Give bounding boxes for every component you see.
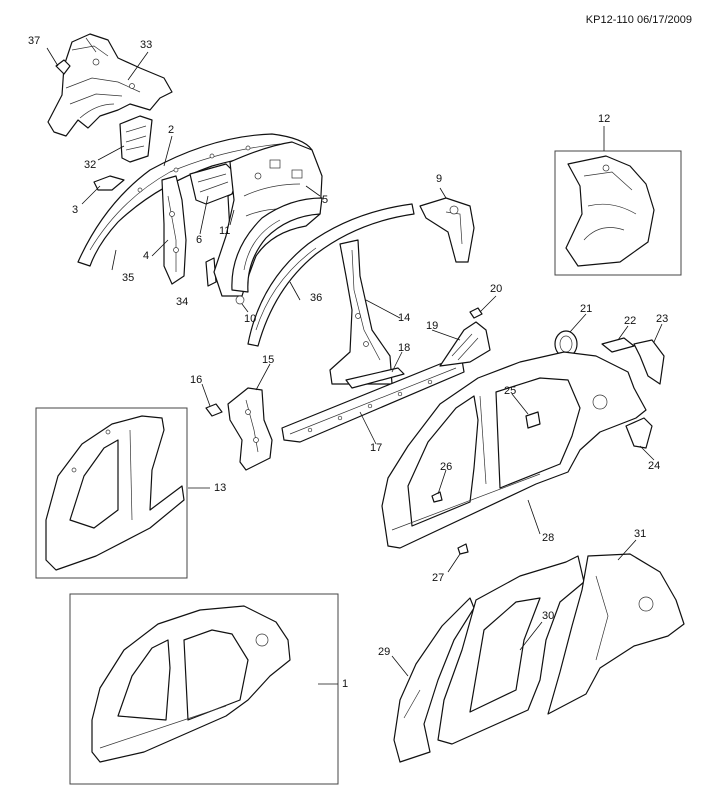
callout-23: 23	[656, 313, 669, 325]
callout-16: 16	[190, 374, 203, 386]
callout-24: 24	[648, 460, 661, 472]
drawing-reference: KP12-110 06/17/2009	[585, 14, 692, 26]
part-15-hinge-pillar	[227, 387, 273, 471]
part-27-clip	[457, 543, 469, 555]
part-10-wheelhouse	[231, 197, 323, 305]
part-18-base-plate	[345, 367, 405, 389]
part-24-bracket	[625, 417, 653, 449]
callout-6: 6	[196, 234, 203, 246]
part-22-bracket	[601, 337, 635, 353]
part-25-patch	[525, 411, 541, 429]
part-9-lamp-pocket	[419, 197, 475, 263]
detail-box-13	[35, 407, 188, 579]
detail-box-1	[69, 593, 339, 785]
callout-19: 19	[426, 320, 439, 332]
part-33-bracket	[47, 33, 173, 137]
leader-lines	[46, 47, 663, 685]
part-1-assembly-detail	[91, 605, 291, 763]
part-32-bracket	[119, 115, 153, 163]
callout-5: 5	[322, 194, 329, 206]
callout-20: 20	[490, 283, 503, 295]
part-36-wheel-arc	[247, 203, 415, 347]
callout-32: 32	[84, 159, 97, 171]
callout-14: 14	[398, 312, 411, 324]
part-13-front-detail	[45, 415, 185, 571]
callout-27: 27	[432, 572, 445, 584]
callout-4: 4	[143, 250, 150, 262]
part-34-bracket	[205, 257, 217, 287]
part-28-body-side-outer	[381, 351, 647, 549]
part-17-rocker	[281, 359, 465, 443]
callout-37: 37	[28, 35, 41, 47]
callout-33: 33	[140, 39, 153, 51]
callout-15: 15	[262, 354, 275, 366]
callout-31: 31	[634, 528, 647, 540]
callout-22: 22	[624, 315, 637, 327]
callout-1: 1	[342, 678, 349, 690]
callout-28: 28	[542, 532, 555, 544]
part-26-clip	[431, 491, 443, 503]
part-16-bracket	[205, 403, 223, 417]
part-19-rocker-extension	[439, 321, 491, 367]
callout-11: 11	[219, 225, 231, 237]
callout-36: 36	[310, 292, 323, 304]
part-4-pillar-reinforcement	[161, 175, 187, 285]
callout-25: 25	[504, 385, 517, 397]
part-14-b-pillar	[329, 239, 393, 385]
callout-30: 30	[542, 610, 555, 622]
callout-2: 2	[168, 124, 175, 136]
part-31-rear-section	[547, 553, 685, 715]
callout-9: 9	[436, 173, 443, 185]
part-6-inner-bracket	[189, 163, 239, 205]
callout-10: 10	[244, 313, 257, 325]
callout-13: 13	[214, 482, 227, 494]
callout-12: 12	[598, 113, 611, 125]
part-37-clip	[55, 59, 71, 75]
part-12-quarter-detail	[565, 155, 655, 267]
callout-29: 29	[378, 646, 391, 658]
part-30-center-section	[437, 555, 585, 745]
callout-35: 35	[122, 272, 135, 284]
detail-box-12	[554, 150, 682, 276]
callout-18: 18	[398, 342, 411, 354]
part-20-pin	[469, 307, 483, 319]
callout-34: 34	[176, 296, 189, 308]
callout-21: 21	[580, 303, 593, 315]
callout-26: 26	[440, 461, 453, 473]
callout-3: 3	[72, 204, 79, 216]
callout-17: 17	[370, 442, 383, 454]
part-29-front-section	[393, 597, 475, 763]
part-23-bracket	[633, 339, 665, 385]
